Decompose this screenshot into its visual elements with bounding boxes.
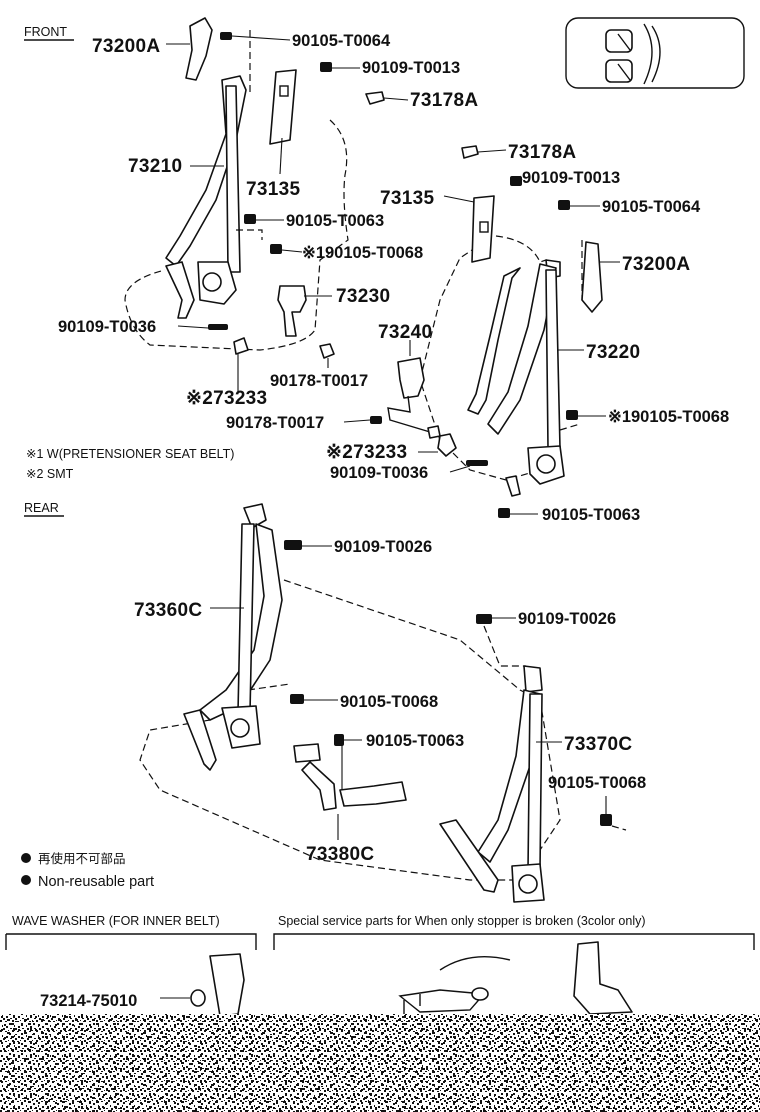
bottom-boxes: WAVE WASHER (FOR INNER BELT) Special ser… — [5, 914, 755, 1017]
legend-japanese: 再使用不可部品 — [38, 851, 126, 866]
label-73240: 73240 — [378, 322, 432, 343]
73380C-buckle — [293, 743, 321, 763]
label-90109-T0026-right: 90109-T0026 — [518, 610, 616, 628]
buckle-with-washer — [209, 953, 245, 1017]
label-90109-T0013-left: 90109-T0013 — [362, 59, 460, 77]
front-right-belt-assembly — [370, 145, 603, 518]
label-73178A-left: 73178A — [410, 90, 478, 111]
73360C-belt — [199, 523, 283, 721]
bullet-icon — [21, 853, 31, 863]
73200A-anchor-left — [185, 17, 213, 81]
label-90105-T0063-rear: 90105-T0063 — [366, 732, 464, 750]
wave-washer-icon — [190, 989, 206, 1007]
label-73233-left: ※273233 — [186, 388, 267, 409]
label-73200A-right: 73200A — [622, 254, 690, 275]
label-73135-right: 73135 — [380, 188, 434, 209]
label-90105-T0064-left: 90105-T0064 — [292, 32, 391, 50]
label-73220: 73220 — [586, 342, 640, 363]
section-front-label: FRONT — [24, 25, 67, 39]
label-90105-T0068-b: 90105-T0068 — [548, 774, 646, 792]
label-73360C: 73360C — [134, 600, 202, 621]
73360C-top-anchor — [243, 503, 267, 529]
label-90109-T0026-left: 90109-T0026 — [334, 538, 432, 556]
label-90105-T0064-right: 90105-T0064 — [602, 198, 701, 216]
label-90178-T0017-a: 90178-T0017 — [270, 372, 368, 390]
front-left-belt-assembly — [124, 17, 385, 359]
note-smt: ※2 SMT — [26, 467, 74, 481]
label-90109-T0036-right: 90109-T0036 — [330, 464, 428, 482]
label-73210: 73210 — [128, 156, 182, 177]
73240-buckle — [397, 357, 425, 399]
section-rear-label: REAR — [24, 501, 59, 515]
label-90105-T0068-a: 90105-T0068 — [340, 693, 438, 711]
label-73214-75010: 73214-75010 — [40, 992, 137, 1010]
rear-belt-assembly — [139, 503, 612, 903]
label-90105-T0068-right: ※190105-T0068 — [608, 408, 729, 426]
label-90109-T0013-right: 90109-T0013 — [522, 169, 620, 187]
special-service-title: Special service parts for When only stop… — [278, 914, 646, 928]
front-leader-lines — [166, 30, 620, 515]
bullet-icon — [21, 875, 31, 885]
note-pretensioner: ※1 W(PRETENSIONER SEAT BELT) — [26, 447, 234, 461]
car-thumbnail-icon — [565, 17, 745, 89]
73135-pillar-cover-right — [471, 195, 495, 263]
73230-buckle — [277, 285, 307, 337]
label-73200A-left: 73200A — [92, 36, 160, 57]
label-73380C: 73380C — [306, 844, 374, 865]
label-73370C: 73370C — [564, 734, 632, 755]
label-90105-T0063-right: 90105-T0063 — [542, 506, 640, 524]
label-90109-T0036-left: 90109-T0036 — [58, 318, 156, 336]
label-73230: 73230 — [336, 286, 390, 307]
label-73178A-right: 73178A — [508, 142, 576, 163]
73200A-anchor-right — [581, 241, 603, 313]
legend-english: Non-reusable part — [38, 874, 154, 890]
73135-pillar-cover-left — [269, 69, 297, 145]
label-90178-T0017-b: 90178-T0017 — [226, 414, 324, 432]
label-73135-left: 73135 — [246, 179, 300, 200]
wave-washer-title: WAVE WASHER (FOR INNER BELT) — [12, 914, 220, 928]
label-90105-T0068-left: ※190105-T0068 — [302, 244, 423, 262]
rear-leader-lines — [210, 545, 627, 840]
label-90105-T0063-left: 90105-T0063 — [286, 212, 384, 230]
label-73233-right: ※273233 — [326, 442, 407, 463]
